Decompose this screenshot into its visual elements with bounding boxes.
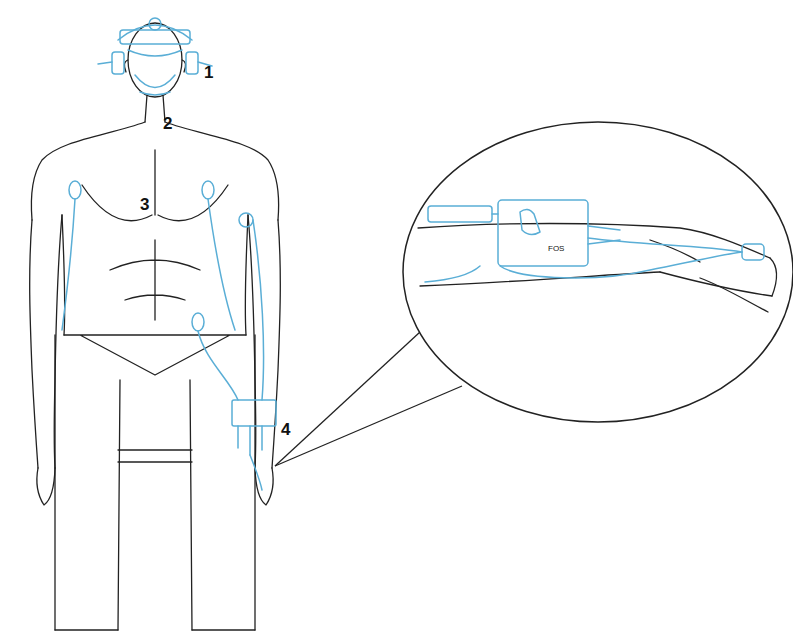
callout-number: 3 bbox=[140, 196, 149, 213]
callout-number: 4 bbox=[281, 421, 290, 438]
callout-number: 1 bbox=[204, 64, 213, 81]
sensor-equipment bbox=[62, 18, 276, 490]
callout-number: 2 bbox=[163, 115, 172, 132]
body-figure bbox=[30, 23, 281, 630]
device-label: FOS bbox=[548, 245, 564, 253]
zoom-inset bbox=[275, 122, 793, 466]
